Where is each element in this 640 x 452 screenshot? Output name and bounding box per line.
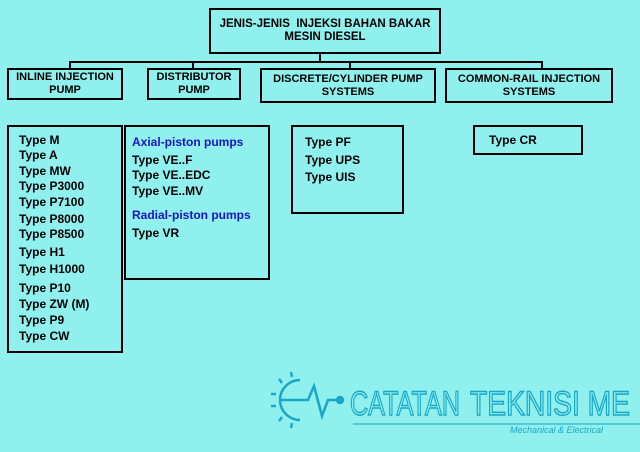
category-title: DISCRETE/CYLINDER PUMP <box>273 72 423 85</box>
connector-inline <box>69 61 71 69</box>
category-distributor-header: DISTRIBUTOR PUMP <box>147 68 241 100</box>
category-title: PUMP <box>178 84 210 96</box>
list-item: Type P9 <box>19 313 65 328</box>
list-item: Type P8500 <box>19 227 85 242</box>
watermark-brand-right: TEKNISI ME <box>470 385 630 423</box>
list-item: Type P7100 <box>19 194 85 209</box>
list-item: Type MW <box>19 163 71 178</box>
category-title: SYSTEMS <box>502 85 556 98</box>
list-item: Type VE..F <box>132 152 193 167</box>
list-item: Type UIS <box>305 170 356 185</box>
category-title: DISTRIBUTOR <box>156 71 232 83</box>
group-heading-radial: Radial-piston pumps <box>132 207 251 222</box>
list-item: Type H1 <box>19 244 65 259</box>
list-item: Type UPS <box>305 152 361 167</box>
list-item: Type M <box>19 133 60 147</box>
list-item: Type VE..EDC <box>132 168 211 183</box>
category-title: COMMON-RAIL INJECTION <box>457 72 601 85</box>
connector-distributor <box>192 61 194 69</box>
list-item: Type P3000 <box>19 179 85 194</box>
horizontal-connector <box>69 61 543 63</box>
root-title-line1: JENIS-JENIS INJEKSI BAHAN BAKAR <box>219 18 431 30</box>
watermark-brand-left: CATATAN <box>350 385 460 423</box>
connector-common-rail <box>541 61 543 69</box>
list-item: Type A <box>19 148 58 163</box>
connector-discrete <box>349 61 351 69</box>
root-title-box: JENIS-JENIS INJEKSI BAHAN BAKAR MESIN DI… <box>209 8 441 54</box>
category-title: INLINE INJECTION <box>16 71 114 83</box>
watermark-logo: CATATAN TEKNISI ME Mechanical & Electric… <box>270 371 640 436</box>
list-item: Type H1000 <box>19 262 85 277</box>
category-common-rail-header: COMMON-RAIL INJECTION SYSTEMS <box>445 68 613 103</box>
list-item: Type CR <box>489 133 537 147</box>
watermark-tagline: Mechanical & Electrical <box>510 425 604 435</box>
list-item: Type ZW (M) <box>19 297 90 312</box>
list-item: Type CW <box>19 328 70 343</box>
discrete-type-list: Type PF Type UPS Type UIS <box>291 125 404 214</box>
common-rail-type-list: Type CR <box>473 125 583 155</box>
list-item: Type VR <box>132 225 180 240</box>
list-item: Type P8000 <box>19 212 85 227</box>
list-item: Type P10 <box>19 280 71 295</box>
distributor-type-list: Axial-piston pumps Type VE..F Type VE..E… <box>124 125 270 280</box>
list-item: Type VE..MV <box>132 184 204 199</box>
inline-type-list: Type M Type A Type MW Type P3000 Type P7… <box>7 125 123 353</box>
watermark-logo-graphic: CATATAN TEKNISI ME Mechanical & Electric… <box>271 371 640 435</box>
list-item: Type PF <box>305 135 351 149</box>
root-connector-vertical <box>319 52 321 62</box>
category-title: PUMP <box>49 84 81 96</box>
root-title-line2: MESIN DIESEL <box>284 31 366 43</box>
category-inline-header: INLINE INJECTION PUMP <box>7 68 123 100</box>
category-discrete-header: DISCRETE/CYLINDER PUMP SYSTEMS <box>260 68 436 103</box>
category-title: SYSTEMS <box>321 85 375 98</box>
group-heading-axial: Axial-piston pumps <box>132 135 244 149</box>
